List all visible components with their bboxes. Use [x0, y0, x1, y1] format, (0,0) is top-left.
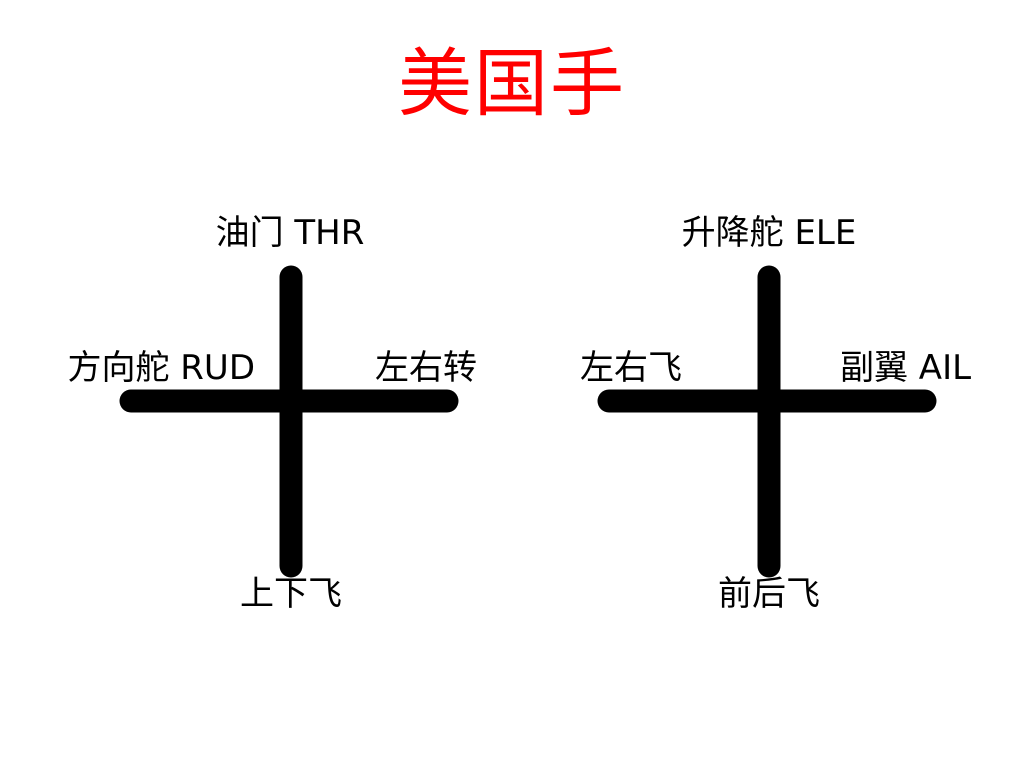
right-stick-right-label: 副翼 AIL: [840, 348, 972, 388]
left-stick-right-label: 左右转: [375, 348, 477, 388]
right-stick-left-label: 左右飞: [580, 348, 682, 388]
left-stick-cross-icon: [119, 265, 459, 578]
right-stick-cross-icon: [597, 265, 937, 578]
right-stick-top-label: 升降舵 ELE: [681, 213, 857, 253]
left-stick-top-label: 油门 THR: [215, 213, 365, 253]
left-stick-bottom-label: 上下飞: [240, 574, 342, 614]
page-title: 美国手: [398, 41, 626, 127]
right-stick-bottom-label: 前后飞: [718, 574, 820, 614]
left-stick-left-label: 方向舵 RUD: [67, 348, 256, 388]
